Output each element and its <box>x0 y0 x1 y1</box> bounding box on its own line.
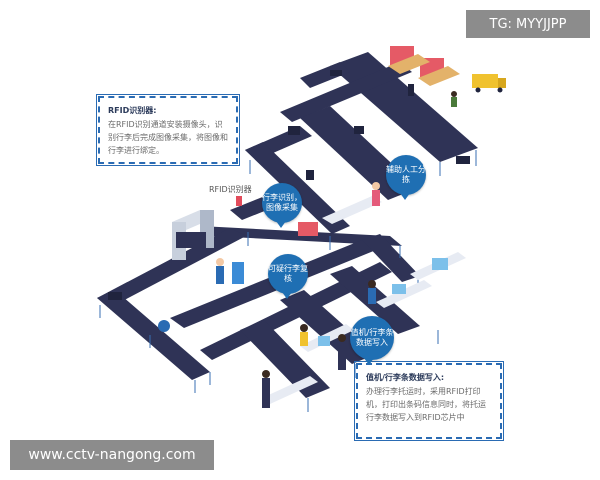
rfid-device-label: RFID识别器 <box>209 185 252 194</box>
bubble-suspicious-review: 可疑行李复核 <box>268 254 308 299</box>
workers <box>216 91 457 408</box>
rfid-gate <box>172 210 214 260</box>
baggage-items <box>108 70 470 332</box>
cargo-pallets <box>298 46 460 236</box>
callout-title: RFID识别器: <box>108 106 157 115</box>
watermark-top-right: TG: MYYJJPP <box>466 10 590 38</box>
bubble-baggage-identify: 行李识别，图像采集 <box>262 183 302 228</box>
watermark-bottom-left: www.cctv-nangong.com <box>10 440 214 470</box>
checkin-terminals <box>318 258 448 346</box>
bubble-checkin-write: 值机/行李条数据写入 <box>350 316 394 365</box>
checkin-write-callout: 值机/行李条数据写入: 办理行李托运时，采用RFID打印机，打印出条码信息同时，… <box>354 361 504 441</box>
callout-title: 值机/行李条数据写入: <box>366 373 445 382</box>
bubble-assisted-sorting: 辅助人工分拣 <box>386 155 426 200</box>
cargo-truck-icon <box>472 74 506 93</box>
callout-body: 在RFID识别通道安装摄像头，识别行李后完成图像采集，将图像和行李进行绑定。 <box>108 120 228 155</box>
belt-supports <box>99 150 477 412</box>
callout-body: 办理行李托运时，采用RFID打印机，打印出条码信息同时，将托运行李数据写入到RF… <box>366 387 486 422</box>
rfid-antenna <box>236 196 242 206</box>
rfid-reader-callout: RFID识别器: 在RFID识别通道安装摄像头，识别行李后完成图像采集，将图像和… <box>96 94 240 166</box>
